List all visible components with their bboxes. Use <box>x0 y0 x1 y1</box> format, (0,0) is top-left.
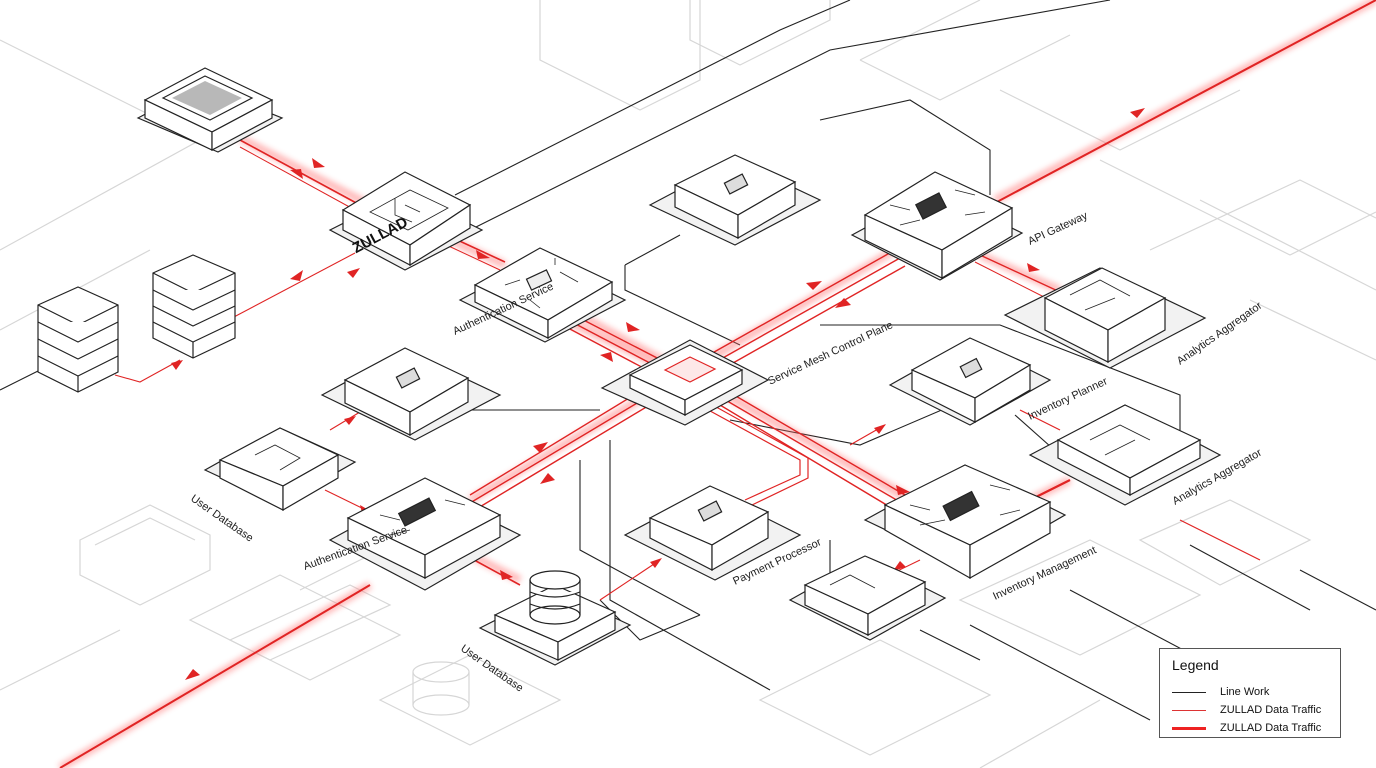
server-stack-left <box>37 286 119 393</box>
node-inventory-planner <box>888 337 1052 426</box>
traffic-lines <box>59 0 1376 768</box>
node-auth-service-top <box>458 247 627 343</box>
legend-item-traffic-thick: ZULLAD Data Traffic <box>1172 719 1330 737</box>
node-left-middle <box>320 347 502 441</box>
node-inventory-sub <box>788 555 947 641</box>
legend-swatch-thick <box>1172 726 1206 730</box>
node-service-mesh <box>600 339 770 426</box>
label-user-database-bottom: User Database <box>458 643 525 695</box>
node-user-database-left <box>203 427 357 512</box>
server-stack-right <box>152 254 236 359</box>
label-api-gateway: API Gateway <box>1026 210 1090 248</box>
node-inventory-management <box>863 464 1067 580</box>
legend: Legend Line Work ZULLAD Data Traffic ZUL… <box>1159 648 1341 738</box>
label-service-mesh: Service Mesh Control Plane <box>766 319 895 387</box>
legend-label: Line Work <box>1220 686 1270 698</box>
zullad-router <box>328 171 484 271</box>
legend-label: ZULLAD Data Traffic <box>1220 722 1322 734</box>
node-api-gateway <box>850 171 1024 281</box>
monitor-terminal <box>136 67 284 153</box>
legend-item-traffic-thin: ZULLAD Data Traffic <box>1172 701 1330 719</box>
node-top-center <box>648 154 822 246</box>
legend-item-line-work: Line Work <box>1172 683 1330 701</box>
node-user-database-bottom <box>478 570 632 666</box>
label-user-database-left: User Database <box>188 493 255 545</box>
traffic-arrows <box>171 108 1145 680</box>
legend-label: ZULLAD Data Traffic <box>1220 704 1322 716</box>
node-analytics-aggregator-top <box>1003 267 1207 369</box>
node-payment-processor <box>623 485 802 581</box>
node-auth-service-bottom <box>328 477 522 591</box>
legend-swatch-line <box>1172 691 1206 693</box>
legend-title: Legend <box>1172 657 1219 673</box>
legend-swatch-thin <box>1172 709 1206 711</box>
line-work <box>0 0 1376 721</box>
node-analytics-aggregator-mid <box>1028 404 1222 506</box>
